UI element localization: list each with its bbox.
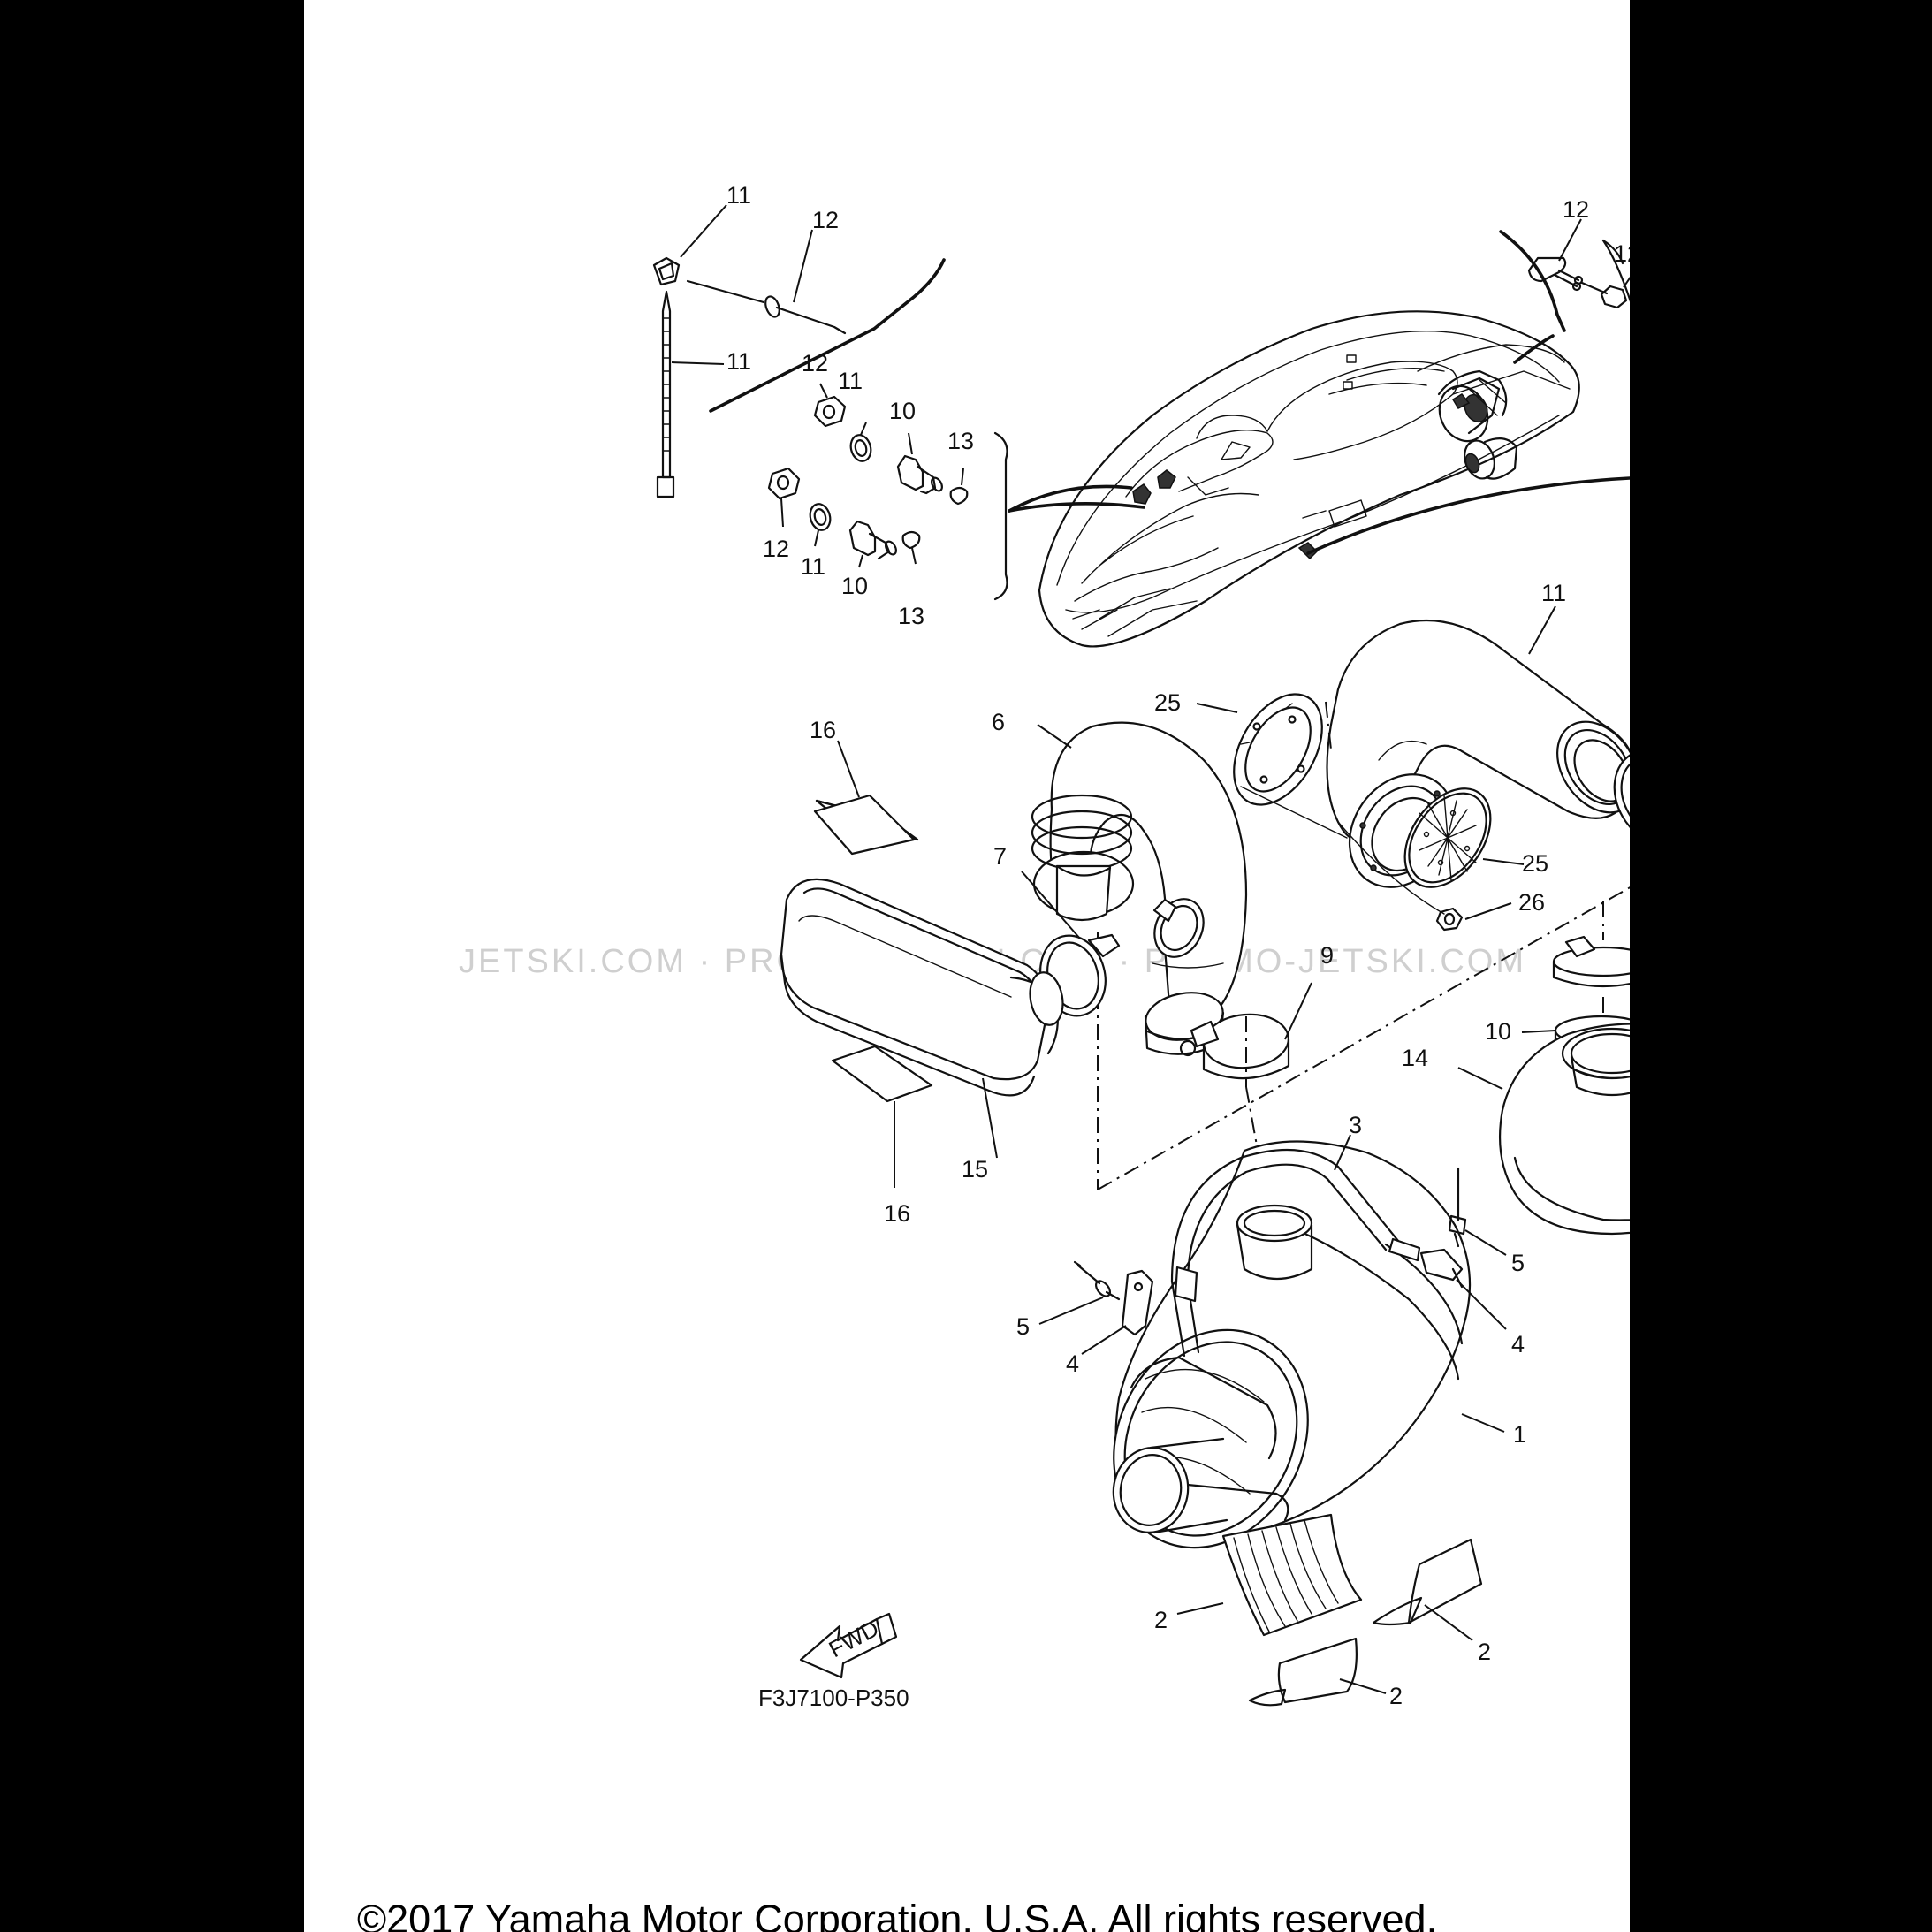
callout-16-lower: 16	[884, 1200, 910, 1227]
clamp-near-6	[1152, 898, 1205, 958]
clamp-8-center	[1179, 982, 1312, 1087]
callout-3: 3	[1349, 1112, 1362, 1138]
callout-5-left: 5	[1016, 1313, 1030, 1340]
watercraft-outline	[1008, 310, 1630, 648]
callout-18: 11	[1541, 580, 1566, 606]
copyright-notice: ©2017 Yamaha Motor Corporation, U.S.A. A…	[357, 1897, 1438, 1932]
callout-20: 11	[726, 348, 751, 375]
callout-13-upper: 13	[947, 428, 974, 454]
callout-14: 14	[1402, 1045, 1428, 1071]
intake-box-15	[780, 878, 1064, 1159]
intake-box-14	[1457, 1023, 1630, 1236]
assembly-centerlines	[1097, 701, 1630, 1190]
pads-2	[1176, 1513, 1483, 1707]
callout-4-left: 4	[1066, 1350, 1079, 1377]
callout-10-lower: 10	[841, 573, 868, 599]
callout-4-right: 4	[1511, 1331, 1525, 1358]
clip-tie-group	[652, 204, 946, 498]
callout-10-upper: 10	[889, 398, 916, 424]
bracket-nut-group	[1499, 218, 1630, 364]
screen-25	[1337, 787, 1525, 932]
callout-21: 12	[812, 207, 839, 233]
callout-23: 12	[1614, 240, 1630, 267]
callout-2-right: 2	[1478, 1639, 1491, 1665]
callout-9: 10	[1485, 1018, 1511, 1045]
callout-12-lower: 12	[763, 536, 789, 562]
fwd-arrow: FWD	[799, 1612, 898, 1679]
exploded-parts-drawing: JETSKI.COM · PROMO-JETSKI.COM · PROMO-JE…	[459, 182, 1630, 1711]
callout-22: 12	[1563, 196, 1589, 223]
callout-2-left: 2	[1154, 1607, 1168, 1633]
callout-12-upper: 12	[802, 350, 828, 377]
left-hose-fittings	[767, 383, 1008, 601]
callout-13-lower: 13	[898, 603, 924, 629]
callout-11-lower: 11	[801, 553, 825, 580]
callout-19: 11	[726, 182, 751, 209]
pads-16	[813, 740, 933, 1188]
callout-15-label: 15	[962, 1156, 988, 1183]
silencer-1	[1112, 1134, 1505, 1549]
elbow-duct-6	[1031, 721, 1248, 1190]
gasket-24	[1196, 693, 1348, 839]
callout-11-upper: 11	[838, 368, 863, 394]
callout-6: 6	[992, 709, 1005, 735]
drawing-code: F3J7100-P350	[758, 1685, 909, 1711]
parts-diagram-sheet: JETSKI.COM · PROMO-JETSKI.COM · PROMO-JE…	[304, 0, 1630, 1932]
right-hose-fittings	[1601, 239, 1630, 302]
callout-1: 1	[1513, 1421, 1526, 1448]
callout-16-upper: 16	[810, 717, 836, 743]
callout-26-label: 26	[1518, 889, 1545, 916]
callout-2-bottom: 2	[1389, 1683, 1403, 1709]
callout-5-right: 5	[1511, 1250, 1525, 1276]
callout-8-center: 9	[1320, 942, 1334, 969]
callout-7: 7	[993, 843, 1007, 870]
duct-18	[1326, 605, 1630, 888]
callout-24: 25	[1154, 689, 1181, 716]
callout-25-label: 25	[1522, 850, 1548, 877]
brackets-4-rivets-5	[1038, 1167, 1507, 1355]
clamp-8-upper	[1613, 749, 1630, 846]
